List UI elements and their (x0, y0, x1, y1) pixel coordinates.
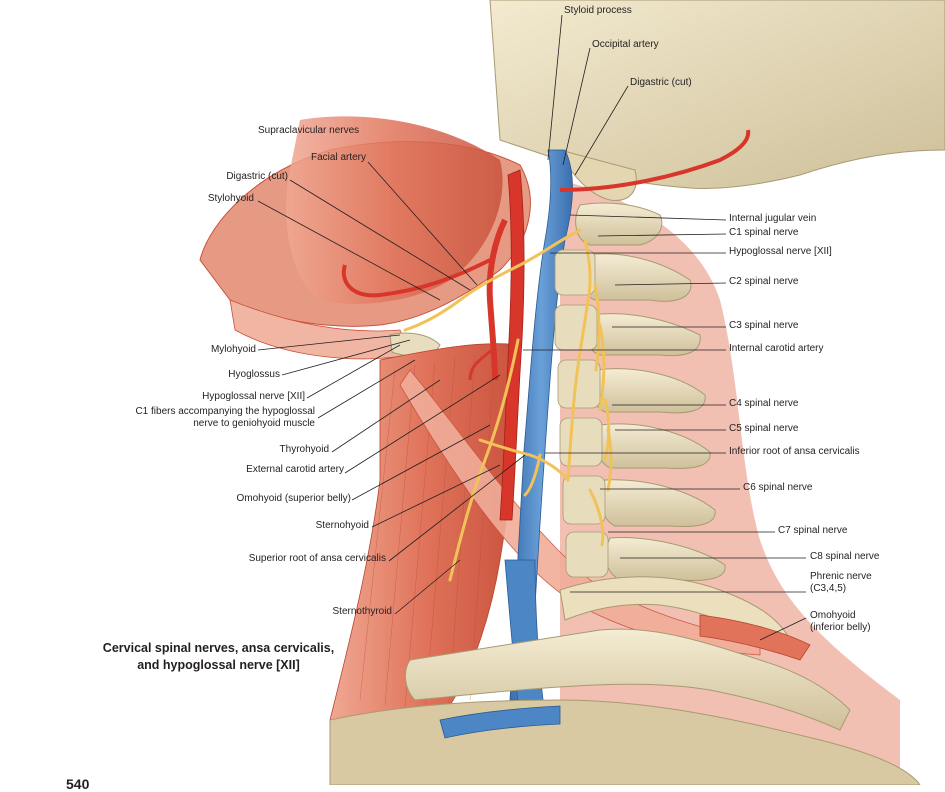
label-superior-root-ansa: Superior root of ansa cervicalis (248, 553, 386, 564)
cervical-vertebrae (575, 202, 726, 581)
facial-artery-vessel (341, 258, 491, 298)
label-thyrohyoid: Thyrohyoid (279, 444, 329, 455)
figure-caption: Cervical spinal nerves, ansa cervicalis,… (96, 640, 341, 674)
label-facial-artery: Facial artery (310, 152, 366, 163)
caption-line-1: Cervical spinal nerves, ansa cervicalis, (102, 641, 335, 655)
label-omohyoid-inferior-line2: (inferior belly) (810, 622, 871, 633)
strap-muscles (329, 343, 521, 721)
label-internal-jugular: Internal jugular vein (729, 213, 817, 224)
label-phrenic-line2: (C3,4,5) (810, 583, 847, 594)
label-styloid-process: Styloid process (564, 5, 632, 16)
label-sternothyroid: Sternothyroid (332, 606, 392, 617)
label-phrenic: Phrenic nerve (C3,4,5) (810, 571, 872, 595)
label-c7-spinal: C7 spinal nerve (778, 525, 848, 536)
label-c5-spinal: C5 spinal nerve (729, 423, 799, 434)
caption-line-2: and hypoglossal nerve [XII] (137, 658, 300, 672)
sternocleidomastoid-stub (699, 614, 811, 661)
clavicle (404, 628, 851, 731)
label-c1-fibers-line2: nerve to geniohyoid muscle (193, 418, 315, 429)
label-c1-fibers-line1: C1 fibers accompanying the hypoglossal (135, 406, 315, 417)
label-supraclavicular-nerves: Supraclavicular nerves (258, 125, 360, 136)
label-digastric-cut-top: Digastric (cut) (630, 77, 692, 88)
occipital-artery-vessel (559, 129, 751, 192)
label-sternohyoid: Sternohyoid (315, 520, 369, 531)
subclavian-vein (439, 705, 561, 739)
label-c1-spinal: C1 spinal nerve (729, 227, 799, 238)
label-occipital-artery: Occipital artery (592, 39, 659, 50)
page-number: 540 (66, 776, 90, 792)
label-omohyoid-inferior: Omohyoid (inferior belly) (810, 610, 871, 634)
label-mylohyoid: Mylohyoid (210, 344, 256, 355)
label-internal-carotid: Internal carotid artery (729, 343, 824, 354)
label-digastric-cut-left: Digastric (cut) (226, 171, 288, 182)
label-external-carotid: External carotid artery (246, 464, 344, 475)
label-c1-fibers: C1 fibers accompanying the hypoglossal n… (135, 406, 315, 430)
vertebral-bodies (554, 249, 609, 578)
label-omohyoid-inferior-line1: Omohyoid (810, 610, 856, 621)
label-phrenic-line1: Phrenic nerve (810, 571, 872, 582)
external-carotid (486, 218, 508, 381)
label-hyoglossus: Hyoglossus (228, 369, 280, 380)
label-hypoglossal-right: Hypoglossal nerve [XII] (729, 246, 832, 257)
label-inferior-root-ansa: Inferior root of ansa cervicalis (729, 446, 860, 457)
leader-lines (257, 14, 807, 641)
label-c4-spinal: C4 spinal nerve (729, 398, 799, 409)
label-omohyoid-superior: Omohyoid (superior belly) (236, 493, 352, 504)
carotid-artery (499, 169, 525, 521)
label-c6-spinal: C6 spinal nerve (743, 482, 813, 493)
label-hypoglossal-left: Hypoglossal nerve [XII] (202, 391, 305, 402)
label-c2-spinal: C2 spinal nerve (729, 276, 799, 287)
label-stylohyoid: Stylohyoid (207, 193, 254, 204)
nerves (403, 228, 613, 582)
label-c8-spinal: C8 spinal nerve (810, 551, 880, 562)
label-c3-spinal: C3 spinal nerve (729, 320, 799, 331)
lingual-branch (468, 348, 493, 381)
submandibular-muscles (286, 116, 503, 304)
